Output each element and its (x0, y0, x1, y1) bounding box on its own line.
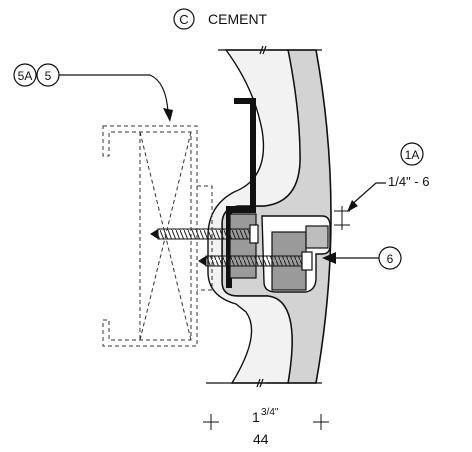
title-symbol: C (179, 12, 188, 27)
frame-liner (226, 98, 256, 288)
callout-5-arrow (163, 108, 173, 122)
anchor-block-cap (305, 225, 329, 249)
callout-5a-label: 5A (18, 69, 33, 83)
screw-lower-tip (198, 256, 206, 266)
dimension-whole: 1 (252, 409, 260, 425)
callout-5-label: 5 (45, 69, 52, 83)
screw-upper-head (249, 224, 259, 244)
callout-5-leader (59, 74, 169, 113)
callout-6-label: 6 (387, 252, 394, 266)
callout-1a-circle (400, 142, 424, 166)
dimension-fraction: 3/4" (261, 407, 279, 418)
screw-lower-head (301, 251, 313, 271)
stud-outer (102, 125, 198, 347)
callout-screw: 6 (322, 246, 402, 270)
frame-inner-wall (207, 49, 301, 384)
screw-upper-shank (157, 228, 251, 240)
dimension-mark-right (313, 414, 329, 430)
title: C CEMENT (173, 8, 268, 30)
callout-1a-label: 1A (405, 148, 420, 162)
callout-5a-circle (13, 63, 37, 87)
callout-anchor: 1A 1/4" - 6 (334, 142, 429, 230)
anchor-dimension-text: 1/4" - 6 (388, 174, 429, 189)
steel-stud (102, 125, 213, 347)
anchor-arrow (347, 200, 358, 212)
screws (150, 224, 313, 271)
anchor-block-upper (229, 213, 257, 279)
break-mark-top (218, 45, 322, 55)
stud-shim (197, 185, 213, 291)
callout-stud: 5A 5 (13, 63, 173, 122)
stud-cross-2 (139, 131, 192, 341)
dimension-metric: 44 (253, 431, 269, 447)
frame-profile (206, 45, 332, 388)
width-dimension: 1 3/4" 44 (203, 407, 329, 447)
screw-upper-tip (150, 229, 158, 239)
callout-6-arrow (322, 252, 336, 264)
anchor-leader (349, 182, 386, 207)
screw-lower-shank (205, 255, 303, 267)
title-text: CEMENT (208, 11, 268, 27)
dimension-mark-left (203, 414, 219, 430)
break-mark-bottom (206, 378, 322, 388)
anchor-crosshair (334, 206, 350, 230)
title-symbol-circle (173, 8, 195, 30)
